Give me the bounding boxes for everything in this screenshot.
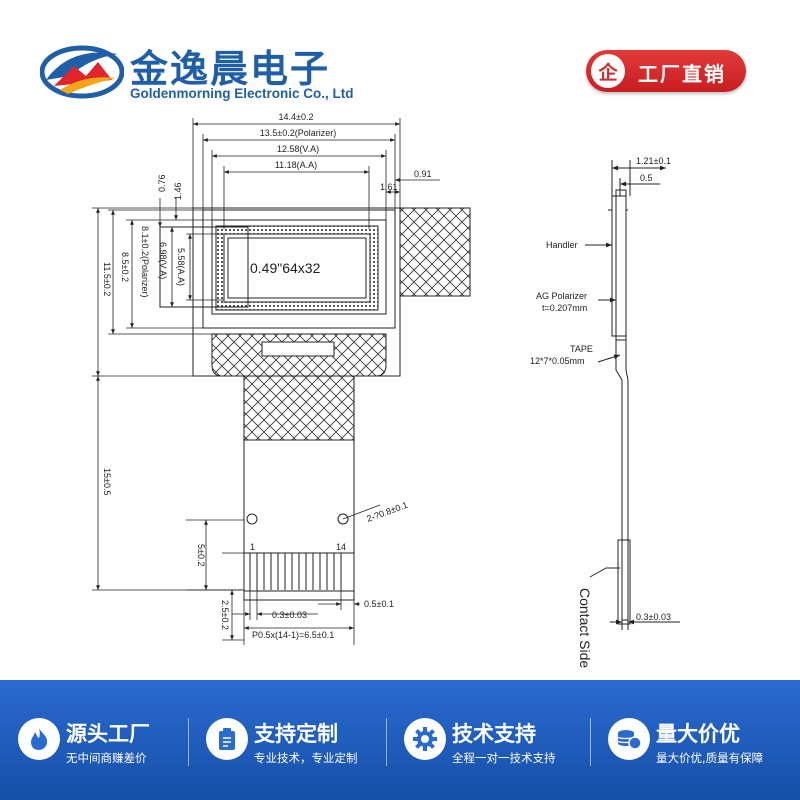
- dim-outer-width: 14.4±0.2: [279, 112, 314, 122]
- clipboard-icon: [206, 718, 248, 760]
- label-tape-size: 12*7*0.05mm: [530, 356, 585, 366]
- divider: [590, 718, 591, 766]
- feature-title: 支持定制: [254, 722, 338, 746]
- polarizer-outline: [202, 209, 396, 329]
- feature-banner: 源头工厂 无中间商赚差价 支持定制 专业技术，专业定制 技术支持 全程一对一技术…: [0, 680, 800, 800]
- technical-drawing: 14.4±0.2 13.5±0.2(Polarizer) 12.58(V.A) …: [92, 112, 680, 668]
- header: 金逸晨电子 Goldenmorning Electronic Co., Ltd …: [0, 0, 800, 120]
- brand-name-cn: 金逸晨电子: [130, 47, 331, 91]
- dim-161: 1.61: [380, 182, 398, 192]
- dim-pin-width: 0.3±0.03: [272, 610, 307, 620]
- company-logo-icon: [40, 45, 124, 99]
- feature-title: 量大价优: [656, 722, 740, 746]
- feature-title: 源头工厂: [66, 722, 150, 746]
- side-fpc-tab: [399, 207, 471, 297]
- feature-subtitle: 量大价优,质量有保障: [656, 751, 764, 765]
- va-outline: [211, 219, 387, 315]
- enterprise-icon: 企: [591, 54, 625, 88]
- label-tape: TAPE: [570, 344, 593, 354]
- dim-va-height: 6.98(V.A): [158, 242, 168, 279]
- label-ag-thickness: t=0.207mm: [542, 303, 587, 313]
- dim-side-05: 0.5: [640, 173, 653, 183]
- dim-pin-gap: 0.5±0.1: [364, 599, 394, 609]
- dim-va-width: 12.58(V.A): [277, 144, 319, 154]
- dim-091: 0.91: [414, 169, 432, 179]
- divider: [386, 718, 387, 766]
- dim-aa-height: 5.58(A.A): [176, 248, 186, 286]
- dim-tail-length: 2.5±0.2: [220, 600, 230, 630]
- dim-pad-length: 5±0.2: [196, 544, 206, 566]
- dim-fpc-length: 15±0.5: [102, 468, 112, 495]
- dim-panel-height: 8.5±0.2: [120, 252, 130, 282]
- factory-direct-badge: 企 工厂直销: [586, 50, 746, 92]
- pin-first-label: 1: [250, 542, 255, 552]
- dim-side-thick: 0.3±0.03: [636, 612, 671, 622]
- label-handler: Handler: [546, 240, 578, 250]
- pin-last-label: 14: [336, 542, 346, 552]
- mount-hole-left: [246, 513, 258, 525]
- feature-subtitle: 无中间商赚差价: [66, 751, 147, 765]
- badge-text: 工厂直销: [638, 62, 726, 86]
- divider: [188, 718, 189, 766]
- dim-076: 0.76: [157, 174, 167, 192]
- side-view: [585, 160, 680, 630]
- flame-icon: [18, 718, 60, 760]
- dim-hole-dia: 2-?0.8±0.1: [365, 500, 409, 524]
- feature-tech-support: 技术支持 全程一对一技术支持: [386, 680, 586, 800]
- dim-pitch: P0.5x(14-1)=6.5±0.1: [252, 630, 334, 640]
- display-label: 0.49"64x32: [250, 260, 321, 276]
- feature-source-factory: 源头工厂 无中间商赚差价: [0, 680, 200, 800]
- feature-customization: 支持定制 专业技术，专业定制: [188, 680, 388, 800]
- feature-subtitle: 专业技术，专业定制: [254, 751, 358, 765]
- dim-polarizer-height: 8.1±0.2(Polarizer): [140, 226, 150, 297]
- feature-subtitle: 全程一对一技术支持: [452, 751, 556, 765]
- mount-hole-right: [337, 513, 349, 525]
- dim-aa-width: 11.18(A.A): [275, 160, 317, 170]
- brand-name-en: Goldenmorning Electronic Co., Ltd: [130, 86, 354, 101]
- dim-146: 1.46: [173, 182, 183, 200]
- dim-side-total: 1.21±0.1: [636, 156, 671, 166]
- feature-title: 技术支持: [452, 722, 536, 746]
- coins-icon: [608, 718, 650, 760]
- label-ag-polarizer: AG Polarizer: [536, 291, 587, 301]
- dim-glass-height: 11.5±0.2: [102, 262, 112, 296]
- dim-polarizer-width: 13.5±0.2(Polarizer): [260, 128, 336, 138]
- label-contact-side: Contact Side: [577, 588, 593, 668]
- feature-bulk-price: 量大价优 量大价优,质量有保障: [590, 680, 790, 800]
- gear-icon: [404, 718, 446, 760]
